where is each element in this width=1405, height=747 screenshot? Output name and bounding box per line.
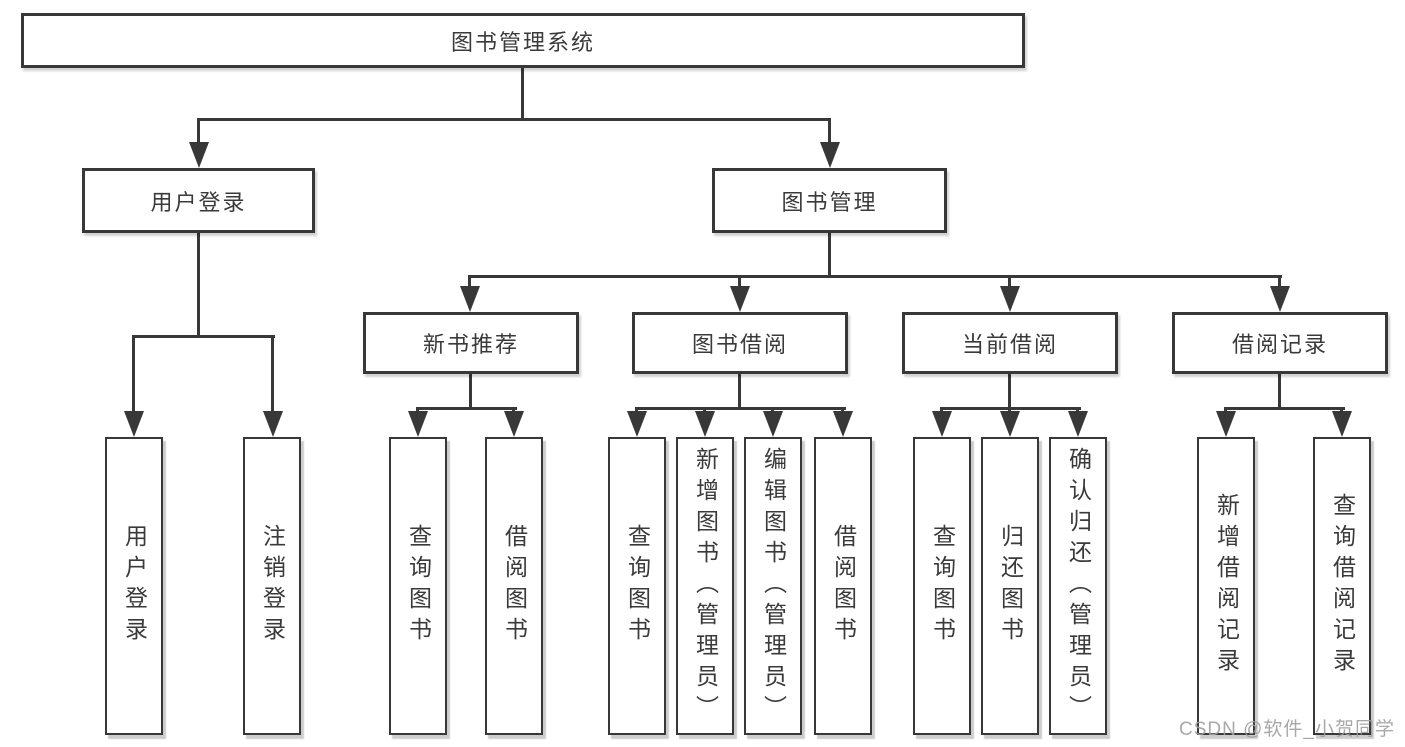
leaf-label: 查询借阅记录 xyxy=(1329,493,1356,679)
connector-line xyxy=(468,275,1282,278)
connector-line xyxy=(416,407,419,414)
arrow-down-icon xyxy=(627,411,647,437)
connector-line xyxy=(468,275,471,289)
node-book-borrow: 图书借阅 xyxy=(632,312,848,374)
connector-line xyxy=(521,68,524,121)
node-new-book-recommend: 新书推荐 xyxy=(363,312,579,374)
leaf-label: 新增借阅记录 xyxy=(1213,493,1240,679)
leaf-label: 用户登录 xyxy=(121,524,148,648)
connector-line xyxy=(738,374,741,410)
watermark-text: CSDN @软件_小贺同学 xyxy=(1179,719,1395,740)
arrow-down-icon xyxy=(504,411,524,437)
connector-line xyxy=(469,374,472,410)
connector-line xyxy=(635,407,846,410)
arrow-down-icon xyxy=(1000,411,1020,437)
connector-line xyxy=(1008,275,1011,289)
leaf-label: 查询图书 xyxy=(624,524,651,648)
leaf-confirm-return-admin: 确认归还（管理员） xyxy=(1049,437,1107,735)
connector-line xyxy=(1224,407,1345,410)
arrow-down-icon xyxy=(932,411,952,437)
node-root: 图书管理系统 xyxy=(21,13,1025,68)
connector-line xyxy=(416,407,517,410)
node-book-management: 图书管理 xyxy=(712,168,947,233)
leaf-label: 查询图书 xyxy=(405,524,432,648)
connector-line xyxy=(197,233,200,338)
leaf-label: 借阅图书 xyxy=(830,524,857,648)
arrow-down-icon xyxy=(263,411,283,437)
arrow-down-icon xyxy=(833,411,853,437)
connector-line xyxy=(1008,407,1011,414)
connector-line xyxy=(197,118,200,146)
connector-line xyxy=(1278,374,1281,410)
arrow-down-icon xyxy=(1000,286,1020,312)
connector-line xyxy=(940,407,943,414)
connector-line xyxy=(703,407,706,414)
connector-line xyxy=(841,407,844,414)
arrow-down-icon xyxy=(1270,286,1290,312)
leaf-query-books-recommend: 查询图书 xyxy=(389,437,447,735)
connector-line xyxy=(1008,374,1011,410)
node-label: 借阅记录 xyxy=(1231,332,1328,357)
leaf-query-borrow-record: 查询借阅记录 xyxy=(1313,437,1371,735)
connector-line xyxy=(132,335,135,414)
node-current-borrow: 当前借阅 xyxy=(902,312,1118,374)
leaf-logout: 注销登录 xyxy=(243,437,301,735)
arrow-down-icon xyxy=(1216,411,1236,437)
leaf-label: 编辑图书（管理员） xyxy=(760,446,787,726)
leaf-edit-books-admin: 编辑图书（管理员） xyxy=(744,437,802,735)
node-label: 图书管理 xyxy=(781,189,878,215)
connector-line xyxy=(828,233,831,278)
arrow-down-icon xyxy=(695,411,715,437)
node-label: 图书管理系统 xyxy=(450,29,595,55)
arrow-down-icon xyxy=(1332,411,1352,437)
node-borrow-records: 借阅记录 xyxy=(1172,312,1388,374)
arrow-down-icon xyxy=(730,286,750,312)
leaf-borrow-books: 借阅图书 xyxy=(814,437,872,735)
connector-line xyxy=(635,407,638,414)
leaf-label: 新增图书（管理员） xyxy=(692,446,719,726)
arrow-down-icon xyxy=(189,142,209,168)
connector-line xyxy=(828,118,831,146)
arrow-down-icon xyxy=(124,411,144,437)
leaf-label: 确认归还（管理员） xyxy=(1065,446,1092,726)
arrow-down-icon xyxy=(408,411,428,437)
connector-line xyxy=(132,335,275,338)
arrow-down-icon xyxy=(1068,411,1088,437)
node-label: 图书借阅 xyxy=(691,332,788,357)
node-label: 当前借阅 xyxy=(961,332,1058,357)
arrow-down-icon xyxy=(460,286,480,312)
node-user-login: 用户登录 xyxy=(82,168,315,233)
connector-line xyxy=(1076,407,1079,414)
leaf-label: 借阅图书 xyxy=(501,524,528,648)
leaf-query-books-current: 查询图书 xyxy=(913,437,971,735)
node-label: 用户登录 xyxy=(150,189,247,215)
connector-line xyxy=(512,407,515,414)
connector-line xyxy=(1224,407,1227,414)
arrow-down-icon xyxy=(820,142,840,168)
leaf-label: 归还图书 xyxy=(997,524,1024,648)
node-label: 新书推荐 xyxy=(422,332,519,357)
leaf-label: 查询图书 xyxy=(929,524,956,648)
connector-line xyxy=(771,407,774,414)
leaf-query-books-borrow: 查询图书 xyxy=(608,437,666,735)
connector-line xyxy=(271,335,274,414)
leaf-borrow-books-recommend: 借阅图书 xyxy=(485,437,543,735)
leaf-return-books: 归还图书 xyxy=(981,437,1039,735)
leaf-user-login: 用户登录 xyxy=(105,437,163,735)
arrow-down-icon xyxy=(763,411,783,437)
connector-line xyxy=(1278,275,1281,289)
connector-line xyxy=(197,118,831,121)
connector-line xyxy=(738,275,741,289)
leaf-add-borrow-record: 新增借阅记录 xyxy=(1197,437,1255,735)
connector-line xyxy=(1340,407,1343,414)
leaf-add-books-admin: 新增图书（管理员） xyxy=(676,437,734,735)
leaf-label: 注销登录 xyxy=(259,524,286,648)
